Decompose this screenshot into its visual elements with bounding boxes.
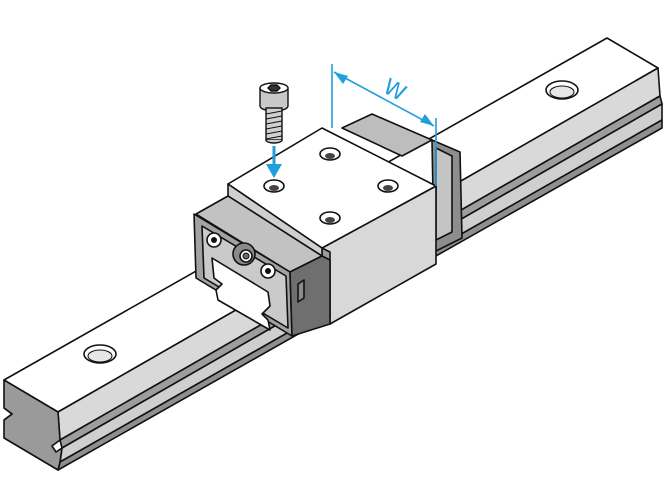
rail-hole-back-inner — [549, 85, 575, 99]
bolt-tip — [265, 139, 283, 144]
block-end-face-side — [289, 255, 331, 337]
bolt-threads — [265, 110, 283, 140]
end-screw-left-center — [211, 237, 217, 243]
dimension-line — [333, 71, 435, 127]
grease-nipple-core — [242, 252, 250, 260]
carriage-block — [193, 113, 463, 337]
mount-hole-1-inner — [325, 153, 335, 159]
down-arrow-icon — [266, 146, 282, 178]
rail-end-notch — [3, 407, 13, 421]
mount-hole-2-inner — [383, 185, 393, 191]
end-screw-right-center — [265, 268, 271, 274]
dimension-arrow-left — [334, 72, 348, 84]
mount-hole-3-inner — [269, 185, 279, 191]
dimension-label: W — [379, 75, 410, 107]
bolt-hex-socket — [267, 84, 281, 92]
rail-hole-front-inner — [87, 349, 113, 363]
dimension-arrow-right — [420, 114, 434, 126]
block-rear-end-plate — [435, 147, 453, 241]
side-seal-tab — [297, 279, 305, 303]
block-rail-cutout — [211, 257, 271, 331]
socket-head-cap-screw — [259, 82, 289, 144]
mount-hole-4-inner — [325, 217, 335, 223]
